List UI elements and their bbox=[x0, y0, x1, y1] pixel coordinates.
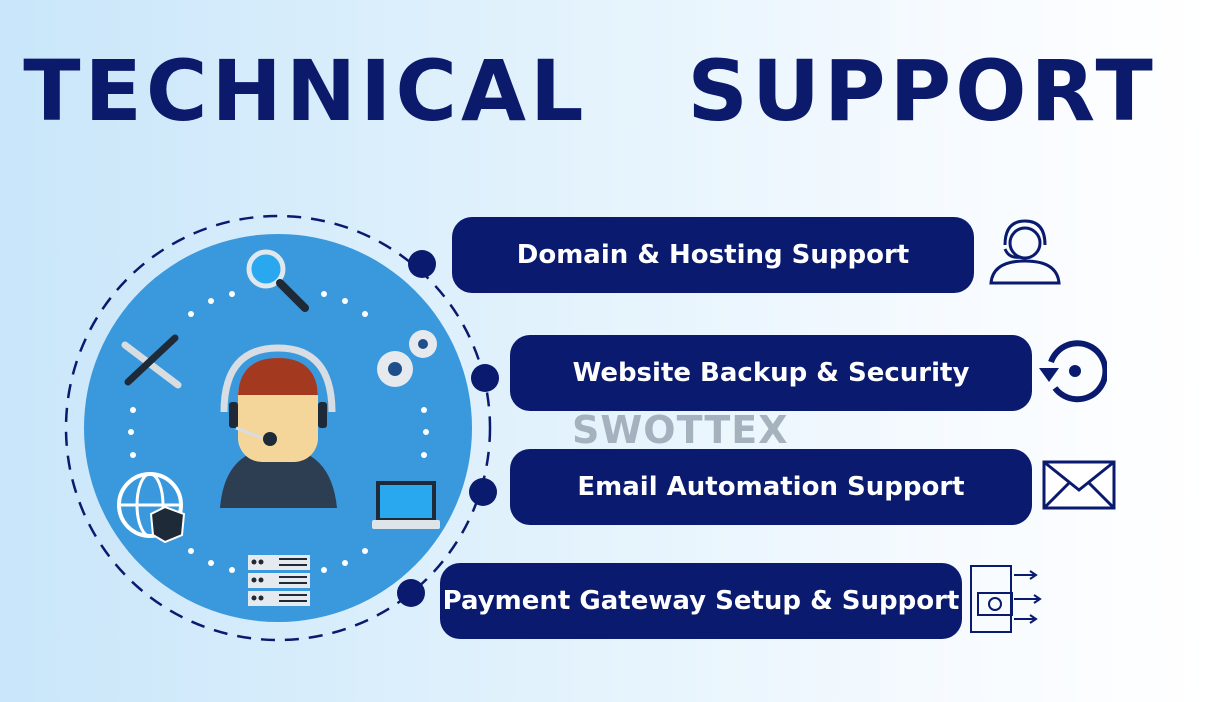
service-label: Email Automation Support bbox=[577, 472, 965, 502]
page-title: TECHNICAL SUPPORT bbox=[23, 42, 1157, 140]
payment-card-icon bbox=[970, 565, 1042, 633]
connector-dot bbox=[469, 478, 497, 506]
agent-avatar bbox=[220, 344, 337, 508]
backup-restore-icon bbox=[1039, 340, 1107, 403]
connector-dot bbox=[408, 250, 436, 278]
dot-ring bbox=[128, 291, 429, 573]
service-email-automation: Email Automation Support bbox=[510, 449, 1032, 525]
connector-dot bbox=[471, 364, 499, 392]
watermark-logo: SWOTTEX bbox=[572, 408, 789, 452]
gears-icon bbox=[377, 330, 437, 387]
tools-icon bbox=[121, 334, 182, 389]
dashed-ring bbox=[64, 214, 492, 642]
globe-shield-icon bbox=[117, 472, 186, 544]
headset-agent-icon bbox=[989, 219, 1061, 285]
envelope-icon bbox=[1042, 460, 1116, 510]
service-backup-security: Website Backup & Security bbox=[510, 335, 1032, 411]
server-icon bbox=[248, 555, 310, 606]
service-label: Payment Gateway Setup & Support bbox=[442, 586, 960, 616]
service-label: Website Backup & Security bbox=[572, 358, 970, 388]
service-label: Domain & Hosting Support bbox=[516, 240, 910, 270]
laptop-icon bbox=[372, 481, 440, 529]
connector-dot bbox=[397, 579, 425, 607]
magnifier-icon bbox=[246, 249, 309, 312]
service-domain-hosting: Domain & Hosting Support bbox=[452, 217, 974, 293]
service-payment-gateway: Payment Gateway Setup & Support bbox=[440, 563, 962, 639]
